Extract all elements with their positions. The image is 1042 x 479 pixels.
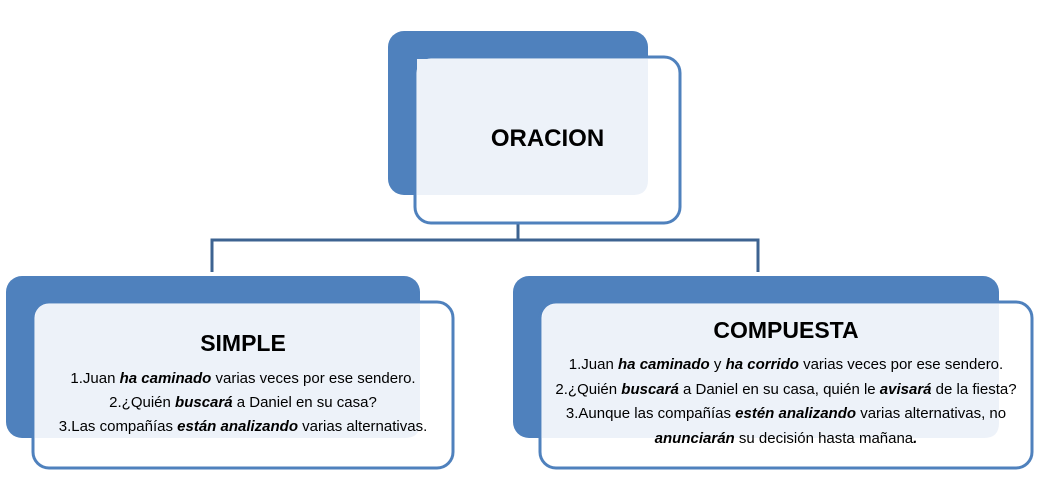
sentence-text: y — [709, 356, 726, 373]
verb-phrase: avisará — [879, 380, 932, 398]
node-compuesta — [513, 276, 1034, 470]
sentence-text: a Daniel en su casa? — [232, 394, 377, 411]
sentence-text: 3.Las compañías — [58, 418, 178, 435]
verb-phrase: ha caminado — [618, 356, 710, 373]
sentence-text: varias alternativas. — [298, 418, 428, 435]
verb-phrase: están analizando — [177, 418, 299, 435]
sentence-text: varias alternativas, no — [856, 405, 1007, 422]
sentence-text: a Daniel en su casa, quién le — [678, 380, 880, 398]
verb-phrase: ha caminado — [119, 370, 212, 387]
node-root — [388, 31, 682, 225]
example-sentence: 3.Aunque las compañías estén analizando … — [540, 405, 1032, 422]
example-sentence: 1.Juan ha caminado varias veces por ese … — [33, 370, 453, 387]
compuesta-title: COMPUESTA — [713, 317, 859, 343]
verb-phrase: anunciarán — [654, 429, 735, 447]
verb-phrase: estén analizando — [735, 405, 857, 422]
sentence-text: varias veces por ese sendero. — [211, 370, 416, 387]
example-sentence: 1.Juan ha caminado y ha corrido varias v… — [540, 356, 1032, 373]
sentence-text: 1.Juan — [70, 370, 120, 387]
sentence-text: 3.Aunque las compañías — [565, 405, 736, 422]
sentence-text: 1.Juan — [568, 356, 619, 373]
sentence-text: varias veces por ese sendero. — [798, 356, 1004, 373]
sentence-text: de la fiesta? — [931, 380, 1017, 398]
simple-title: SIMPLE — [200, 330, 286, 356]
sentence-text: 2.¿Quién — [555, 380, 622, 398]
example-sentence: anunciarán su decisión hasta mañana. — [540, 430, 1032, 447]
verb-phrase: buscará — [621, 380, 679, 398]
root-title: ORACION — [490, 125, 605, 152]
sentence-text: 2.¿Quién — [109, 394, 176, 411]
node-simple — [6, 276, 455, 470]
verb-phrase: . — [913, 429, 918, 447]
example-sentence: 3.Las compañías están analizando varias … — [33, 418, 453, 435]
sentence-text: su decisión hasta mañana — [734, 429, 914, 447]
verb-phrase: buscará — [175, 394, 233, 411]
example-sentence: 2.¿Quién buscará a Daniel en su casa? — [33, 394, 453, 411]
example-sentence: 2.¿Quién buscará a Daniel en su casa, qu… — [540, 381, 1032, 398]
verb-phrase: ha corrido — [725, 356, 799, 373]
